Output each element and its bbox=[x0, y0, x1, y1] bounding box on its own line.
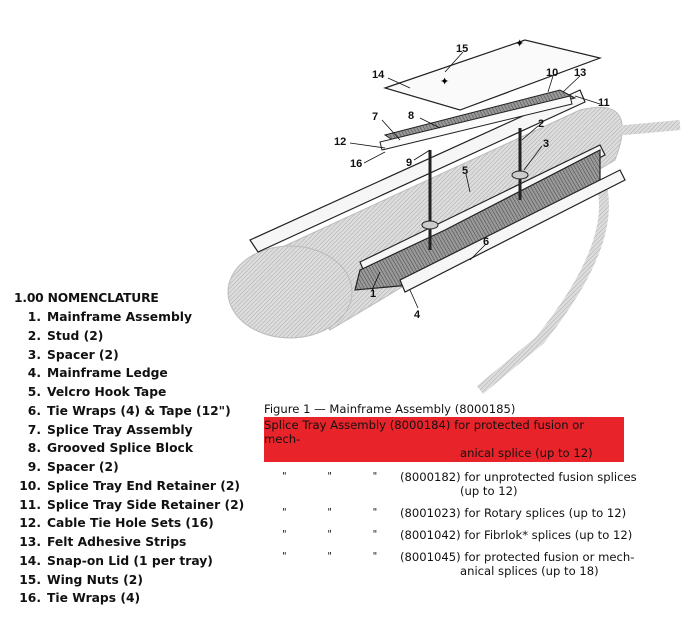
list-item: 5. Velcro Hook Tape bbox=[14, 383, 244, 402]
item-label: Splice Tray Assembly bbox=[47, 422, 193, 437]
variant-line-1: (8001042) for Fibrlok* splices (up to 12… bbox=[400, 528, 633, 542]
callout-11: 11 bbox=[598, 97, 610, 109]
item-number: 2. bbox=[27, 328, 41, 343]
list-item: 11. Splice Tray Side Retainer (2) bbox=[14, 496, 244, 515]
item-number: 3. bbox=[27, 347, 41, 362]
callout-9: 9 bbox=[406, 157, 412, 169]
highlighted-variant: Splice Tray Assembly (8000184) for prote… bbox=[264, 417, 624, 462]
variant-line-2: (up to 12) bbox=[460, 484, 518, 498]
highlight-line-2: anical splice (up to 12) bbox=[460, 446, 593, 460]
list-item: 14. Snap-on Lid (1 per tray) bbox=[14, 552, 244, 571]
item-number: 12. bbox=[19, 516, 41, 531]
item-label: Tie Wraps (4) & Tape (12") bbox=[47, 403, 231, 418]
figure-caption: Figure 1 — Mainframe Assembly (8000185) … bbox=[264, 402, 684, 578]
item-label: Cable Tie Hole Sets (16) bbox=[47, 516, 214, 531]
variant-line-2: anical splices (up to 18) bbox=[460, 564, 599, 578]
item-number: 15. bbox=[19, 572, 41, 587]
mainframe bbox=[249, 89, 626, 293]
item-label: Spacer (2) bbox=[47, 460, 119, 474]
callout-5: 5 bbox=[462, 165, 468, 177]
callout-12: 12 bbox=[334, 136, 346, 148]
list-item: 16. Tie Wraps (4) bbox=[14, 589, 244, 608]
item-label: Mainframe Ledge bbox=[47, 366, 168, 381]
item-label: Splice Tray Side Retainer (2) bbox=[47, 497, 245, 512]
splice-tray bbox=[379, 89, 577, 250]
callout-16: 16 bbox=[350, 158, 362, 170]
item-number: 1. bbox=[27, 310, 41, 324]
variant-line-1: (8000182) for unprotected fusion splices bbox=[400, 470, 637, 484]
list-item: 12. Cable Tie Hole Sets (16) bbox=[14, 514, 244, 533]
callout-15: 15 bbox=[456, 43, 468, 55]
item-number: 11. bbox=[19, 497, 41, 512]
list-item: 2. Stud (2) bbox=[14, 327, 244, 346]
item-number: 16. bbox=[19, 591, 41, 606]
list-item: 7. Splice Tray Assembly bbox=[14, 421, 244, 440]
item-number: 5. bbox=[27, 385, 41, 399]
variant-line-1: (8001023) for Rotary splices (up to 12) bbox=[400, 506, 627, 520]
wing-nut-icon: ✦ bbox=[440, 75, 449, 88]
item-number: 4. bbox=[27, 366, 41, 381]
callout-labels: 1 2 3 4 5 6 7 8 9 10 11 12 13 14 15 16 bbox=[334, 43, 610, 321]
callout-1: 1 bbox=[370, 288, 376, 300]
list-item: 15. Wing Nuts (2) bbox=[14, 571, 244, 590]
wing-nut-icon: ✦ bbox=[515, 37, 524, 50]
variant-row: """ (8000182) for unprotected fusion spl… bbox=[264, 470, 684, 498]
callouts bbox=[349, 51, 601, 309]
callout-2: 2 bbox=[538, 118, 544, 130]
callout-14: 14 bbox=[372, 69, 385, 81]
list-item: 1. Mainframe Assembly bbox=[14, 308, 244, 327]
nomenclature-heading: 1.00 NOMENCLATURE bbox=[14, 291, 159, 305]
item-number: 6. bbox=[27, 403, 41, 418]
ditto-marks: """ bbox=[282, 471, 378, 482]
item-label: Tie Wraps (4) bbox=[47, 591, 141, 606]
ditto-marks: """ bbox=[282, 507, 378, 518]
variant-row: """ (8001042) for Fibrlok* splices (up t… bbox=[264, 528, 684, 542]
item-label: Wing Nuts (2) bbox=[47, 572, 143, 587]
callout-10: 10 bbox=[546, 67, 558, 79]
item-number: 8. bbox=[27, 441, 41, 456]
item-label: Mainframe Assembly bbox=[47, 310, 192, 324]
list-item: 9. Spacer (2) bbox=[14, 458, 244, 477]
nomenclature-list: 1. Mainframe Assembly 2. Stud (2) 3. Spacer… bbox=[14, 308, 244, 608]
list-item: 8. Grooved Splice Block bbox=[14, 439, 244, 458]
item-number: 14. bbox=[19, 553, 41, 568]
item-label: Grooved Splice Block bbox=[47, 441, 193, 456]
item-label: Stud (2) bbox=[47, 328, 104, 343]
nomenclature-section: 1.00 NOMENCLATURE 1. Mainframe Assembly 2… bbox=[14, 291, 244, 608]
list-item: 13. Felt Adhesive Strips bbox=[14, 533, 244, 552]
mainframe-assembly-diagram: ✦ ✦ 1 2 3 4 5 6 7 8 9 10 11 12 13 14 15 bbox=[227, 37, 681, 394]
highlight-line-1: Splice Tray Assembly (8000184) for prote… bbox=[264, 418, 585, 446]
callout-3: 3 bbox=[543, 138, 549, 150]
variant-row: """ (8001045) for protected fusion or me… bbox=[264, 550, 684, 578]
callout-6: 6 bbox=[483, 236, 489, 248]
variant-line-1: (8001045) for protected fusion or mech- bbox=[400, 550, 635, 564]
item-number: 9. bbox=[27, 460, 41, 474]
caption-title: Figure 1 — Mainframe Assembly (8000185) bbox=[264, 402, 516, 416]
item-label: Snap-on Lid (1 per tray) bbox=[47, 553, 213, 568]
item-label: Splice Tray End Retainer (2) bbox=[47, 478, 240, 493]
item-label: Velcro Hook Tape bbox=[47, 385, 167, 399]
item-number: 10. bbox=[19, 478, 41, 493]
cable-sheath bbox=[227, 106, 681, 394]
callout-8: 8 bbox=[408, 110, 414, 122]
item-label: Spacer (2) bbox=[47, 347, 119, 362]
item-number: 7. bbox=[27, 422, 41, 437]
item-label: Felt Adhesive Strips bbox=[47, 535, 187, 549]
ditto-marks: """ bbox=[282, 529, 378, 540]
list-item: 6. Tie Wraps (4) & Tape (12") bbox=[14, 402, 244, 421]
snap-on-lid: ✦ ✦ bbox=[383, 37, 603, 111]
list-item: 4. Mainframe Ledge bbox=[14, 364, 244, 383]
callout-4: 4 bbox=[414, 309, 421, 321]
item-number: 13. bbox=[19, 535, 41, 549]
callout-13: 13 bbox=[574, 67, 586, 79]
variant-row: """ (8001023) for Rotary splices (up to … bbox=[264, 506, 684, 520]
ditto-marks: """ bbox=[282, 551, 378, 562]
callout-7: 7 bbox=[372, 111, 378, 123]
list-item: 10. Splice Tray End Retainer (2) bbox=[14, 477, 244, 496]
list-item: 3. Spacer (2) bbox=[14, 346, 244, 365]
